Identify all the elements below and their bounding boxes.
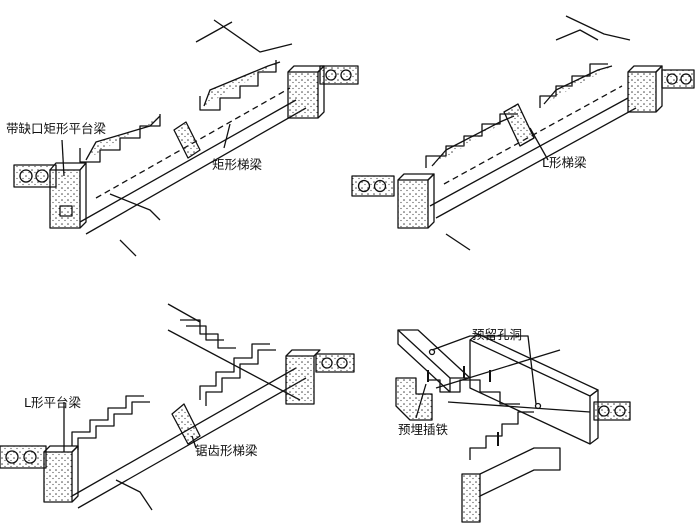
label-rectangular-stair-beam: 矩形梯梁 — [212, 157, 263, 172]
notched-platform-beam-1 — [49, 162, 87, 229]
hollow-slab-right-3 — [315, 353, 355, 373]
panel-reserved-hole-dowel — [395, 329, 631, 523]
top-platform-beam-3 — [285, 349, 321, 405]
label-notched-platform-beam: 带缺口矩形平台梁 — [6, 121, 107, 136]
hollow-slab-left-3 — [0, 445, 47, 469]
l-platform-beam — [43, 445, 79, 503]
hollow-slab-right-2 — [661, 69, 695, 89]
panel-l-stair-beam — [351, 15, 695, 251]
platform-beam-2 — [397, 173, 435, 229]
panel-rectangular-stair-beam — [13, 19, 359, 257]
hollow-slab-right-4 — [593, 401, 631, 421]
label-sawtooth-stair-beam: 锯齿形梯梁 — [195, 443, 258, 458]
stair-beam-section-1 — [173, 121, 201, 159]
label-reserved-hole: 预留孔洞 — [472, 327, 522, 342]
hollow-slab-left-2 — [351, 175, 395, 197]
stair-beam-section-2 — [503, 103, 535, 147]
panel-sawtooth-stair-beam — [0, 303, 355, 511]
label-l-platform-beam: L形平台梁 — [24, 395, 81, 410]
top-platform-beam-2 — [627, 65, 663, 113]
top-platform-beam-1 — [287, 65, 325, 119]
label-l-stair-beam: L形梯梁 — [542, 155, 587, 170]
stair-beam-section-3 — [171, 403, 201, 445]
label-embedded-dowel: 预埋插铁 — [398, 422, 449, 437]
hollow-slab-right-1 — [319, 65, 359, 85]
